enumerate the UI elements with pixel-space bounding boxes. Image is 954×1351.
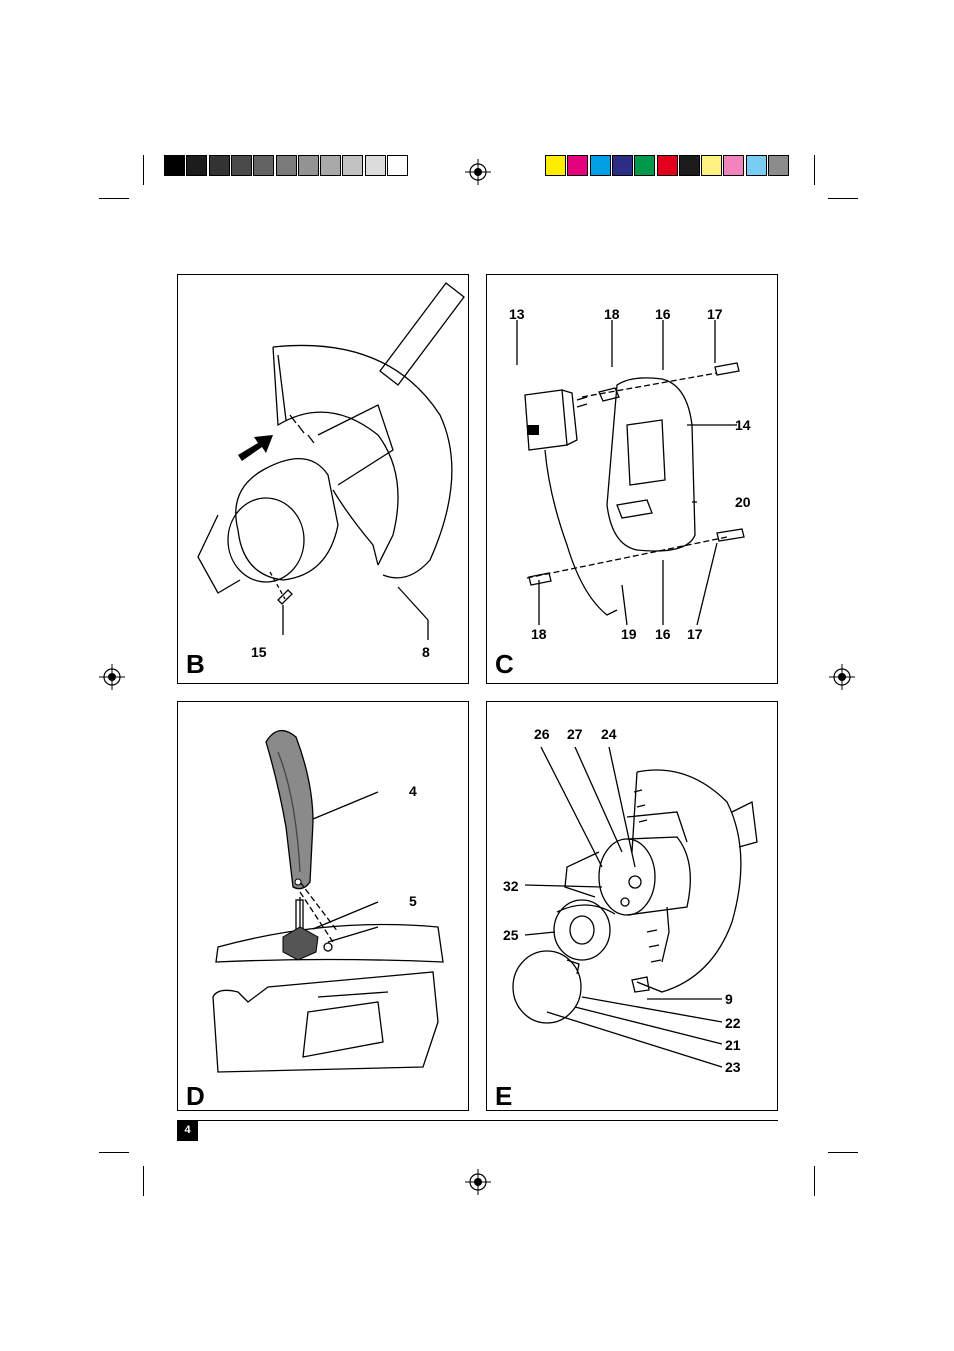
figure-panel-c: 13 18 16 17 14 20 18 19 16 17 C [486, 274, 778, 684]
color-swatch [745, 155, 767, 176]
footer-rule [177, 1120, 778, 1121]
callout-5: 5 [409, 893, 417, 909]
callout-26: 26 [534, 726, 550, 742]
page-number: 4 [177, 1120, 198, 1141]
callout-17-top: 17 [707, 306, 723, 322]
callout-27: 27 [567, 726, 583, 742]
color-swatch [656, 155, 678, 176]
color-swatch [342, 155, 364, 176]
figure-panel-e: 26 27 24 32 25 9 22 21 23 E [486, 701, 778, 1111]
panel-label-e: E [495, 1081, 513, 1111]
callout-16-top: 16 [655, 306, 671, 322]
callout-32: 32 [503, 878, 519, 894]
figure-panel-d: 4 5 D [177, 701, 469, 1111]
color-swatch [364, 155, 386, 176]
color-swatch [567, 155, 589, 176]
callout-20: 20 [735, 494, 751, 510]
callout-9: 9 [725, 991, 733, 1007]
color-swatch [186, 155, 208, 176]
color-swatch [164, 155, 185, 176]
callout-16-bottom: 16 [655, 626, 671, 642]
callout-22: 22 [725, 1015, 741, 1031]
callout-14: 14 [735, 417, 751, 433]
callout-24: 24 [601, 726, 617, 742]
charger-mount-illustration [516, 320, 745, 626]
registration-mark-icon [465, 159, 491, 185]
crop-mark [828, 1152, 858, 1153]
callout-8: 8 [422, 644, 430, 660]
crop-mark [99, 198, 129, 199]
color-swatch [701, 155, 723, 176]
trimmer-guard-illustration [197, 282, 465, 640]
callout-15: 15 [251, 644, 267, 660]
crop-mark [99, 1152, 129, 1153]
registration-mark-icon [829, 664, 855, 690]
registration-mark-icon [465, 1169, 491, 1195]
crop-mark [143, 1166, 144, 1196]
callout-17-bottom: 17 [687, 626, 703, 642]
callout-19: 19 [621, 626, 637, 642]
handle-attachment-illustration [212, 730, 444, 1073]
registration-mark-icon [99, 664, 125, 690]
color-swatch [253, 155, 275, 176]
color-swatch [208, 155, 230, 176]
callout-18-top: 18 [604, 306, 620, 322]
panel-label-d: D [186, 1081, 205, 1111]
color-swatch [634, 155, 656, 176]
callout-23: 23 [725, 1059, 741, 1075]
callout-4: 4 [409, 783, 417, 799]
panel-label-c: C [495, 649, 514, 679]
crop-mark [143, 155, 144, 185]
color-swatch [768, 155, 789, 176]
color-swatch [611, 155, 633, 176]
color-swatch [723, 155, 745, 176]
panel-label-b: B [186, 649, 205, 679]
callout-18-bottom: 18 [531, 626, 547, 642]
color-swatch [230, 155, 252, 176]
crop-mark [828, 198, 858, 199]
color-swatch [275, 155, 297, 176]
callout-13: 13 [509, 306, 525, 322]
color-swatch [589, 155, 611, 176]
callout-21: 21 [725, 1037, 741, 1053]
crop-mark [814, 155, 815, 185]
color-swatch [387, 155, 408, 176]
color-swatch [297, 155, 319, 176]
callout-25: 25 [503, 927, 519, 943]
color-swatch [320, 155, 342, 176]
color-swatch [545, 155, 566, 176]
spool-assembly-illustration [512, 746, 758, 1068]
color-swatch [678, 155, 700, 176]
crop-mark [814, 1166, 815, 1196]
figure-panel-b: 15 8 B [177, 274, 469, 684]
